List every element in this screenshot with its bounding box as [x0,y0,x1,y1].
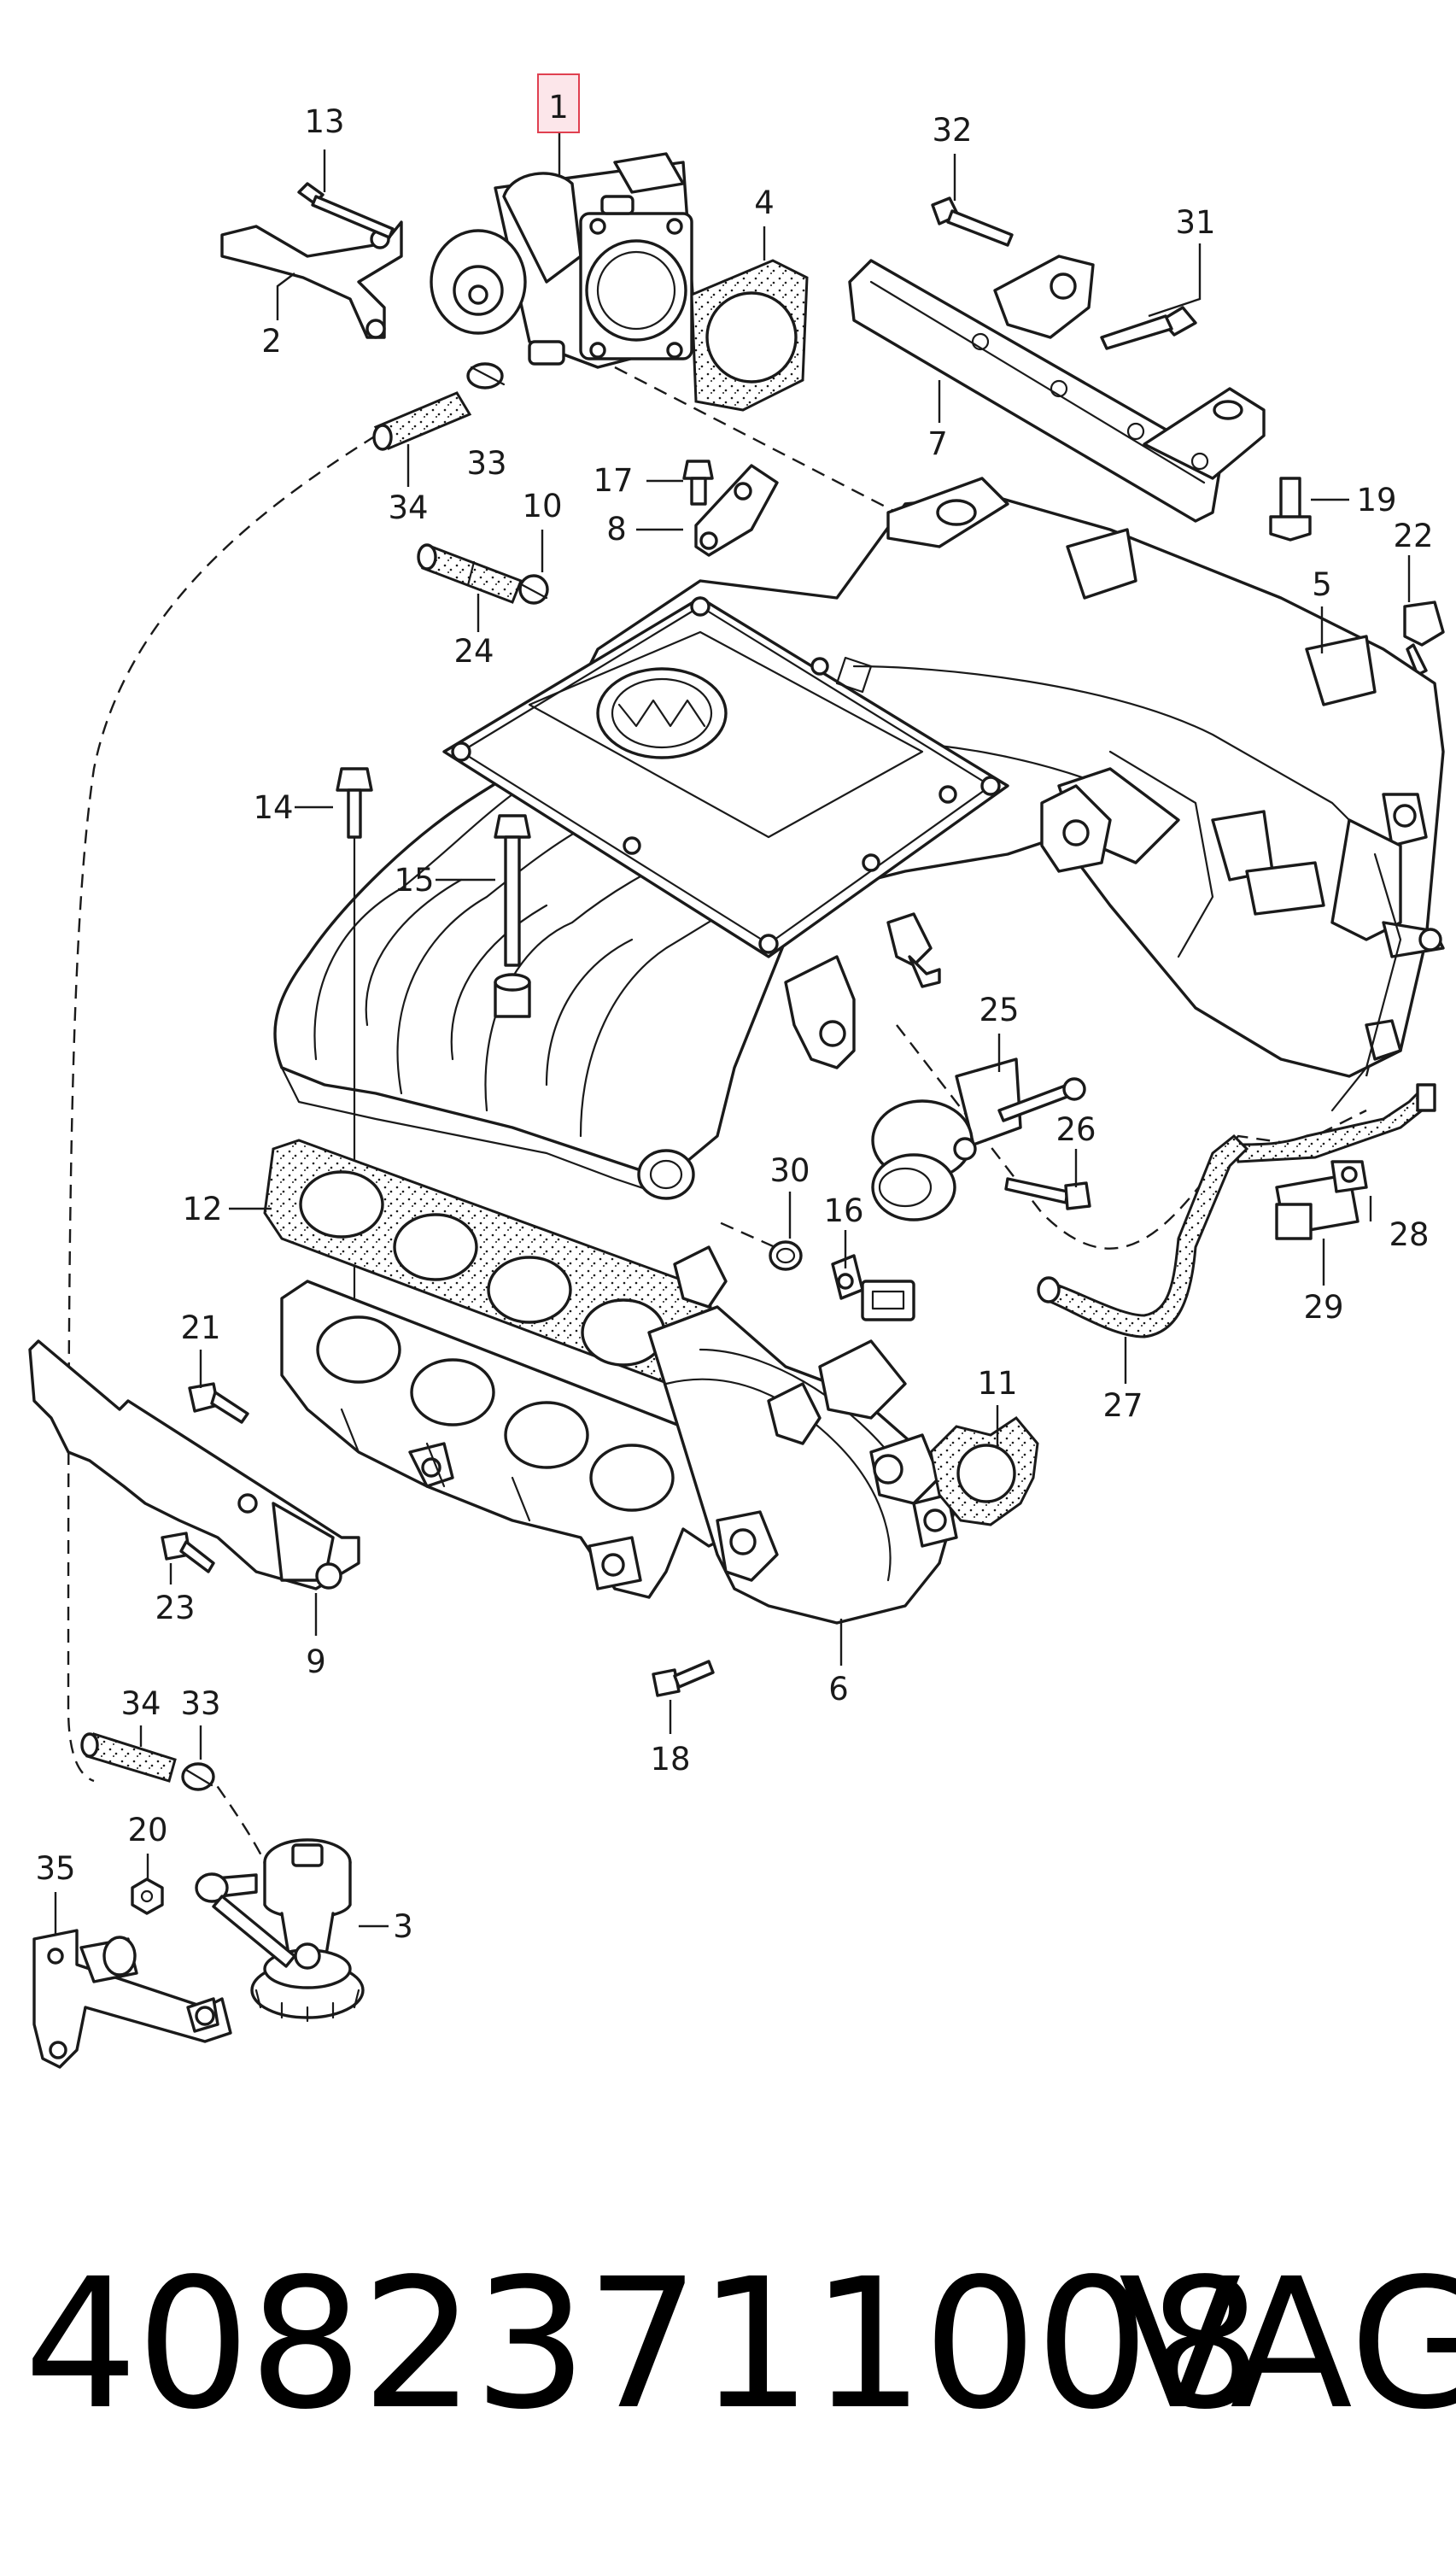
exploded-parts-diagram: 1 13 2 4 32 31 7 19 22 5 17 8 10 24 34 3… [28,73,1445,2069]
leader-lines [54,132,1411,1935]
bolt-15 [494,814,531,1018]
callout-18: 18 [650,1741,690,1778]
bolt-26 [1004,1177,1091,1210]
callout-26: 26 [1055,1111,1096,1148]
bolt-19 [1269,477,1312,542]
callout-4: 4 [754,185,775,221]
callout-23: 23 [155,1590,195,1626]
bolt-14 [336,767,373,1368]
hose-clamp-33-upper [466,362,506,390]
bolt-23 [161,1532,215,1573]
bracket-8 [694,464,779,557]
intake-manifold-upper [273,477,1445,1200]
bolt-21 [188,1382,249,1424]
support-rail [848,255,1266,523]
callout-5: 5 [1312,566,1332,603]
callout-15: 15 [394,862,434,899]
bolt-32 [931,196,1014,247]
callout-31: 31 [1175,204,1215,241]
callout-27: 27 [1102,1387,1143,1424]
manifold-gasket-12 [263,1139,719,1394]
o-ring-30 [769,1240,803,1271]
callout-32: 32 [932,112,972,149]
callout-24: 24 [453,633,494,670]
callout-25: 25 [979,992,1019,1028]
route-to-valve [204,1767,266,1863]
diagram-canvas: 1 13 2 4 32 31 7 19 22 5 17 8 10 24 34 3… [28,73,1445,2069]
hose-24 [417,543,523,604]
gasket-11 [929,1416,1039,1526]
callout-13: 13 [304,103,344,140]
heat-shield-9 [28,1339,360,1590]
callout-2: 2 [261,323,282,360]
callout-labels: 1 13 2 4 32 31 7 19 22 5 17 8 10 24 34 3… [35,73,1434,1945]
highlighted-callout-box [537,73,580,133]
hose-34-lower [80,1732,177,1783]
callout-6: 6 [828,1671,849,1708]
callout-14: 14 [253,789,293,826]
callout-7: 7 [927,425,948,462]
nut-20 [131,1877,164,1915]
callout-33-lower: 33 [180,1685,220,1722]
hose-34-upper [372,391,472,451]
bolt-18 [652,1660,715,1697]
callout-29: 29 [1303,1289,1343,1326]
callout-16: 16 [823,1192,863,1229]
clip-22 [1403,600,1445,677]
valve-3 [195,1838,365,2023]
bolt-17 [682,460,714,506]
callout-20: 20 [127,1812,167,1848]
vacuum-line-route [67,434,377,1783]
callout-8: 8 [606,511,627,548]
callout-34-lower: 34 [120,1685,161,1722]
hose-28 [1232,1083,1436,1163]
callout-34-upper: 34 [388,489,428,526]
callout-9: 9 [306,1643,326,1680]
bracket-2 [220,220,403,339]
brand-name: VAG [1119,2240,1456,2449]
callout-21: 21 [180,1309,220,1346]
callout-28: 28 [1389,1216,1429,1253]
callout-17: 17 [593,462,633,499]
bolt-13 [297,182,395,239]
callout-22: 22 [1393,518,1433,554]
bracket-35 [32,1929,232,2069]
throttle-to-manifold-route [614,366,898,514]
vacuum-actuator-25 [871,1057,1086,1221]
gasket-4 [690,259,809,412]
intake-manifold-lower [280,1245,958,1625]
callout-1: 1 [548,89,569,126]
callout-33-upper: 33 [466,445,506,482]
callout-11: 11 [977,1365,1017,1402]
hose-clamp-33-lower [181,1762,215,1791]
sensor-16 [831,1254,915,1321]
callout-12: 12 [182,1191,222,1227]
part-number: 40823711008 [24,2240,1262,2449]
bolt-31 [1100,306,1197,350]
callout-10: 10 [522,488,562,524]
throttle-body [430,152,698,369]
callout-19: 19 [1356,482,1396,518]
sensor-route [716,1220,795,1257]
callout-35: 35 [35,1850,75,1887]
callout-3: 3 [393,1908,413,1945]
hose-27 [1037,1133,1249,1339]
solenoid-valve-29 [1275,1160,1368,1240]
callout-30: 30 [769,1152,810,1189]
hose-clamp-10 [518,574,549,605]
